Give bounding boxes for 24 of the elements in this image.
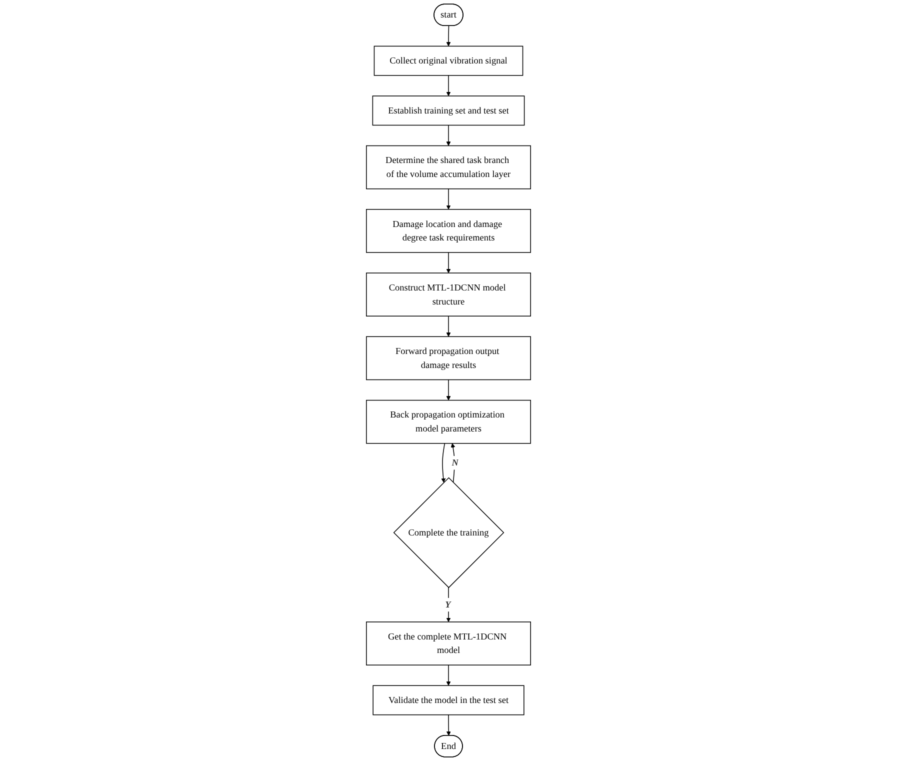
arrow (446, 316, 451, 337)
node-box: Back propagation optimization model parameters (366, 400, 531, 444)
node-box: Forward propagation output damage results (366, 336, 531, 380)
edge-label: Y (445, 599, 451, 610)
arrow (446, 587, 451, 622)
arrow (446, 714, 451, 736)
node-box: Determine the shared task branch of the volume accumulation layer (366, 145, 531, 190)
arrow (446, 379, 451, 400)
arrow (446, 75, 451, 96)
node-box: Construct MTL-1DCNN model structure (366, 272, 531, 316)
edge-label: N (452, 457, 458, 468)
arrow (446, 664, 451, 686)
arrow (446, 252, 451, 274)
node-box: Validate the model in the test set (372, 685, 524, 716)
arrow (446, 26, 451, 46)
arrow (446, 188, 451, 210)
arrow (446, 124, 451, 146)
node-box: Establish training set and test set (372, 96, 525, 126)
node-box: Collect original vibration signal (374, 46, 524, 76)
arrow (450, 443, 456, 483)
node-diamond: Complete the training (393, 477, 504, 588)
arrow (441, 442, 446, 483)
node-box: Damage location and damage degree task requirements (366, 208, 531, 253)
node-box: Get the complete MTL-1DCNN model (366, 622, 531, 666)
